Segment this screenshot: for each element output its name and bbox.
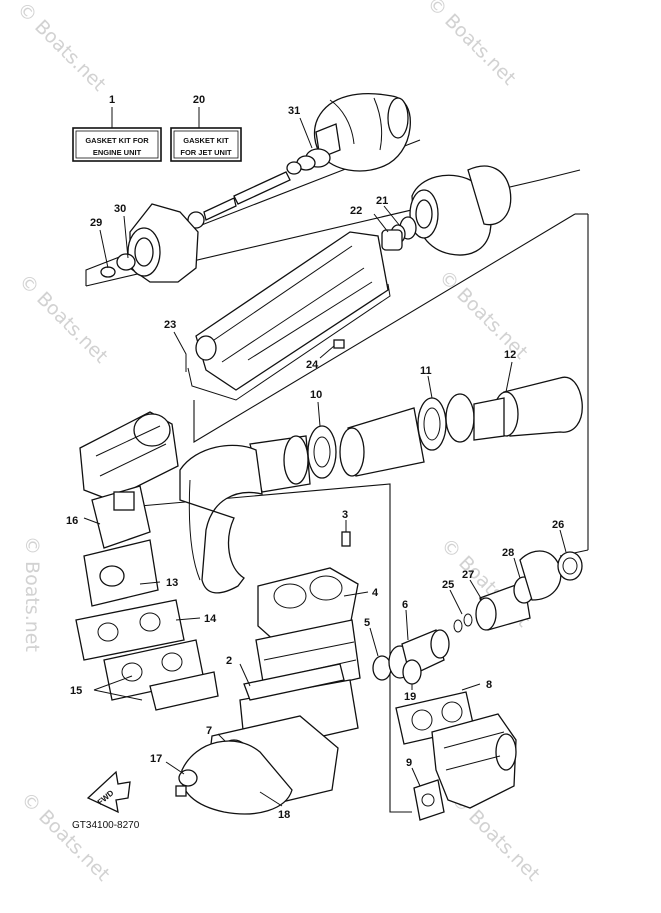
exhaust-pipe-12: 12 [493, 349, 583, 437]
callout-13: 13 [166, 577, 178, 589]
intake-duct-23: 23 [164, 231, 391, 401]
callout-23: 23 [164, 319, 176, 331]
callout-4: 4 [372, 587, 379, 599]
assembly-frame-lines [85, 139, 589, 813]
kit-jet-line1: GASKET KIT [183, 136, 229, 145]
diagram-code: GT34100-8270 [72, 820, 140, 831]
watermark-mid-right: © Boats.net [434, 266, 532, 364]
exhaust-manifold [431, 713, 517, 809]
callout-28: 28 [502, 547, 514, 559]
callout-29: 29 [90, 217, 102, 229]
callout-21: 21 [376, 195, 388, 207]
callout-18: 18 [278, 809, 290, 821]
kit-engine-line2: ENGINE UNIT [93, 148, 142, 157]
oil-seal-17: 17 [150, 753, 198, 797]
fwd-arrow-icon: FWD [86, 770, 131, 814]
watermark-top-left: © Boats.net [12, 0, 110, 96]
drive-shaft [187, 171, 291, 229]
callout-16: 16 [66, 515, 78, 527]
callout-17: 17 [150, 753, 162, 765]
gasket-kit-jet-unit: 20 GASKET KIT FOR JET UNIT [170, 94, 242, 162]
bearing-28: 28 [502, 547, 562, 604]
carb-mount-13: 13 [83, 539, 178, 607]
coupling-6: 6 [388, 599, 450, 679]
callout-25: 25 [442, 579, 454, 591]
callout-14: 14 [204, 613, 217, 625]
callout-26: 26 [552, 519, 564, 531]
o-ring-25: 25 [442, 579, 473, 633]
gasket-10: 10 [307, 389, 337, 479]
gasket-11: 11 [417, 365, 505, 451]
callout-5: 5 [364, 617, 370, 629]
carburetor-16: 16 [66, 485, 151, 549]
gasket-26: 26 [552, 519, 583, 581]
coupling-sleeve-31: 31 [286, 105, 331, 175]
watermark-mid-left: © Boats.net [14, 270, 112, 368]
callout-3: 3 [342, 509, 348, 521]
reed-valve-15: 15 [70, 639, 219, 711]
callout-19: 19 [404, 691, 416, 703]
callout-24: 24 [306, 359, 319, 371]
spark-plug-3: 3 [341, 509, 351, 547]
exhaust-elbow [179, 435, 311, 594]
bearing-19: 19 [402, 659, 422, 703]
callout-27: 27 [462, 569, 474, 581]
callout-15: 15 [70, 685, 82, 697]
callout-31: 31 [288, 105, 300, 117]
gasket-9: 9 [406, 757, 445, 821]
callout-30: 30 [114, 203, 126, 215]
watermark-left-vertical: © Boats.net [21, 536, 43, 652]
clip-24: 24 [306, 339, 345, 371]
kit-engine-line1: GASKET KIT FOR [85, 136, 149, 145]
callout-12: 12 [504, 349, 516, 361]
callout-6: 6 [402, 599, 408, 611]
callout-10: 10 [310, 389, 322, 401]
bearing-housing-30: 29 30 [90, 203, 199, 283]
callout-1: 1 [109, 94, 115, 106]
callout-9: 9 [406, 757, 412, 769]
callout-2: 2 [226, 655, 232, 667]
callout-7: 7 [206, 725, 212, 737]
kit-jet-line2: FOR JET UNIT [180, 148, 232, 157]
seal-5: 5 [364, 617, 392, 681]
impeller-housing-21: 21 [376, 165, 512, 256]
crankcase-cover-18: 18 [180, 740, 293, 821]
watermark-top-right: © Boats.net [422, 0, 520, 90]
callout-8: 8 [486, 679, 492, 691]
cylinder-gasket-2: 2 [226, 655, 345, 701]
gasket-kit-engine-unit: 1 GASKET KIT FOR ENGINE UNIT [72, 94, 162, 162]
callout-20: 20 [193, 94, 205, 106]
reed-valve-gasket-14: 14 [75, 599, 217, 661]
jet-pump-housing-top [313, 93, 411, 172]
air-intake-housing [79, 411, 179, 501]
bearing-22: 22 [350, 205, 403, 251]
callout-22: 22 [350, 205, 362, 217]
muffler-section [339, 407, 425, 477]
callout-11: 11 [420, 365, 432, 377]
